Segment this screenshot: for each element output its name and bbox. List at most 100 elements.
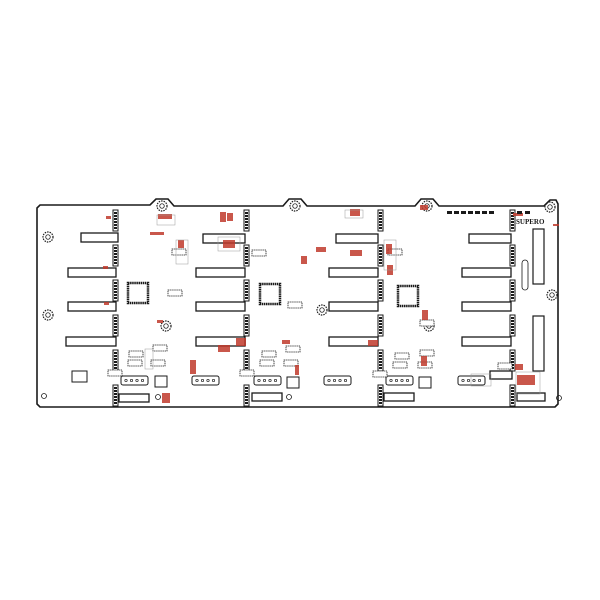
drive-slot — [383, 392, 415, 402]
header-component — [372, 370, 388, 378]
drive-slot — [65, 336, 117, 347]
led-indicator — [525, 211, 530, 214]
connector-pin — [114, 358, 117, 360]
label-box — [521, 259, 529, 291]
silkscreen-label — [106, 216, 111, 219]
silkscreen-label — [553, 224, 559, 226]
drive-connector — [112, 384, 119, 407]
connector-pin — [245, 399, 248, 401]
header-component — [285, 345, 301, 353]
mounting-hole-icon — [156, 200, 168, 212]
drive-slot — [328, 301, 379, 312]
silkscreen-label — [517, 375, 535, 385]
connector-pin — [245, 361, 248, 363]
silkscreen-label — [162, 393, 170, 403]
edge-connector — [532, 228, 545, 285]
connector-pin — [114, 393, 117, 395]
connector-pin — [379, 259, 382, 261]
connector-pin — [114, 396, 117, 398]
connector-pin — [245, 218, 248, 220]
connector-pin — [511, 218, 514, 220]
silkscreen-label — [157, 320, 163, 323]
silkscreen-label — [150, 232, 164, 235]
drive-connector — [377, 314, 384, 337]
connector-pin — [511, 402, 514, 404]
drive-connector — [243, 384, 250, 407]
connector-pin — [379, 332, 382, 334]
connector-pin — [379, 355, 382, 357]
connector-pin — [379, 227, 382, 229]
connector-pin — [245, 221, 248, 223]
connector-pin — [511, 250, 514, 252]
led-indicator — [447, 211, 452, 214]
silkscreen-label — [386, 244, 392, 254]
mounting-hole-icon — [319, 307, 325, 313]
power-pin — [477, 378, 482, 383]
connector-pin — [114, 355, 117, 357]
connector-pin — [511, 227, 514, 229]
connector-pin — [114, 361, 117, 363]
supermicro-logo: SUPERO — [516, 218, 545, 226]
connector-pin — [114, 332, 117, 334]
connector-pin — [379, 215, 382, 217]
connector-pin — [245, 320, 248, 322]
mounting-hole-icon — [42, 231, 54, 243]
led-indicator — [461, 211, 466, 214]
connector-pin — [379, 358, 382, 360]
drive-slot — [468, 233, 512, 244]
silkscreen-label — [350, 250, 362, 256]
header-component — [152, 344, 168, 352]
connector-pin — [114, 212, 117, 214]
header-component — [259, 359, 275, 367]
silkscreen-label — [513, 213, 523, 216]
silkscreen-label — [178, 240, 184, 248]
connector-pin — [379, 329, 382, 331]
silkscreen-label — [368, 340, 378, 346]
connector-pin — [114, 285, 117, 287]
silkscreen-label — [316, 247, 326, 252]
component-box — [71, 370, 88, 383]
drive-slot — [195, 301, 246, 312]
power-connector — [323, 375, 352, 386]
connector-pin — [511, 253, 514, 255]
mounting-hole-icon — [316, 304, 328, 316]
connector-pin — [379, 218, 382, 220]
mounting-hole-icon — [159, 203, 165, 209]
power-pin — [273, 378, 278, 383]
connector-pin — [379, 256, 382, 258]
connector-pin — [511, 390, 514, 392]
connector-pin — [511, 317, 514, 319]
connector-pin — [114, 288, 117, 290]
drive-connector — [377, 244, 384, 267]
connector-pin — [511, 247, 514, 249]
header-component — [128, 350, 144, 358]
power-pin — [211, 378, 216, 383]
silkscreen-label — [421, 356, 427, 366]
small-hole-icon — [556, 395, 562, 401]
header-component — [392, 361, 408, 369]
connector-pin — [379, 247, 382, 249]
header-component — [167, 289, 183, 297]
power-pin — [268, 378, 272, 383]
connector-pin — [379, 285, 382, 287]
connector-pin — [114, 294, 117, 296]
label-frame — [344, 209, 364, 219]
connector-pin — [245, 329, 248, 331]
header-component — [239, 369, 255, 377]
connector-pin — [379, 250, 382, 252]
connector-pin — [511, 361, 514, 363]
silkscreen-label — [301, 256, 307, 264]
drive-slot — [461, 301, 512, 312]
mounting-hole-icon — [163, 323, 169, 329]
connector-pin — [511, 364, 514, 366]
connector-pin — [245, 323, 248, 325]
component-box — [418, 376, 432, 389]
connector-pin — [511, 262, 514, 264]
header-component — [283, 359, 299, 367]
header-component — [394, 352, 410, 360]
power-pin — [327, 378, 331, 383]
connector-pin — [245, 393, 248, 395]
connector-pin — [114, 259, 117, 261]
led-indicator — [517, 211, 522, 214]
connector-pin — [245, 224, 248, 226]
